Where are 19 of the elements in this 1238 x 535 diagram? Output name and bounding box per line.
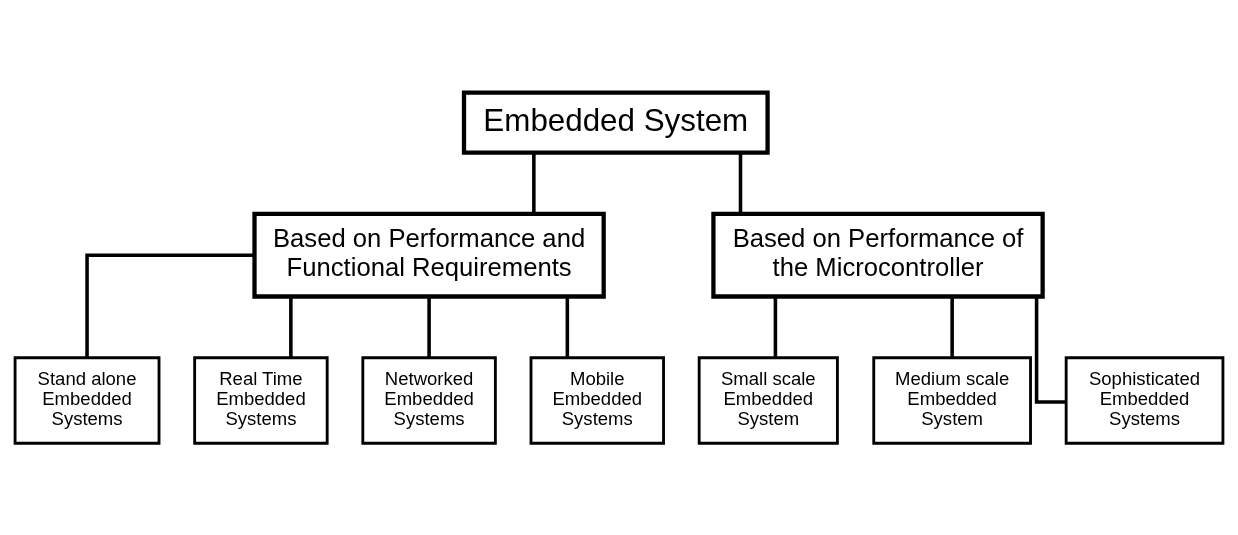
- connector: [85, 252, 255, 358]
- node-box: Based on Performance of the Microcontroller: [711, 211, 1045, 299]
- connector: [532, 152, 536, 214]
- node-box: Embedded System: [461, 90, 770, 155]
- connector: [950, 296, 954, 357]
- node-box: Mobile Embedded Systems: [529, 355, 665, 445]
- connector: [1034, 296, 1067, 404]
- connector: [565, 296, 570, 357]
- node-box: Sophisticated Embedded Systems: [1064, 355, 1225, 445]
- node-box: Stand alone Embedded Systems: [13, 355, 161, 445]
- node-box: Based on Performance and Functional Requirements: [252, 211, 606, 299]
- node-box: Real Time Embedded Systems: [193, 355, 329, 445]
- connector: [289, 296, 293, 357]
- connector: [773, 296, 778, 357]
- connector: [427, 296, 431, 357]
- connector: [738, 152, 743, 214]
- node-box: Medium scale Embedded System: [872, 355, 1032, 445]
- node-box: Networked Embedded Systems: [361, 355, 497, 445]
- node-box: Small scale Embedded System: [697, 355, 839, 445]
